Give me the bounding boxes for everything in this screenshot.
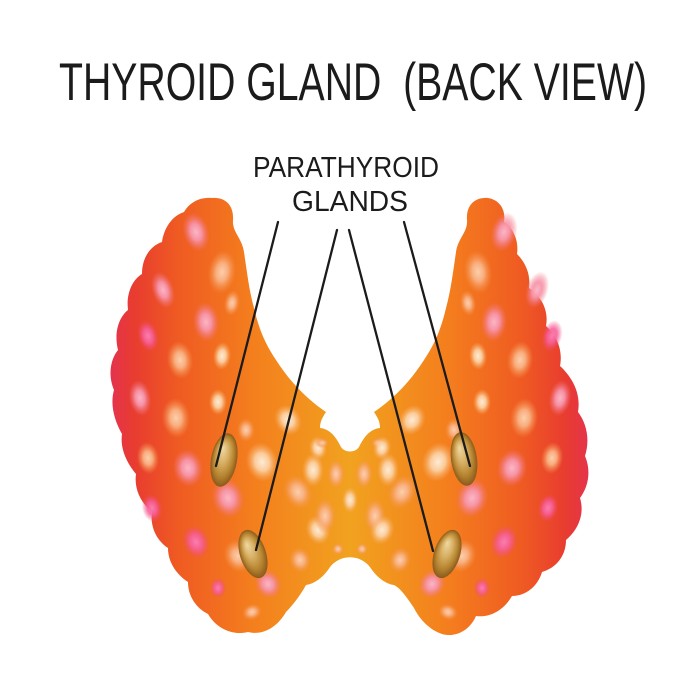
- leader-line-upper-right: [402, 220, 472, 468]
- parathyroid-label-line1: PARATHYROID: [253, 152, 439, 184]
- leader-line-lower-right: [347, 228, 435, 553]
- leader-lines: [214, 220, 472, 553]
- parathyroid-gland-lower-left: [238, 529, 268, 579]
- parathyroid-label-line2: GLANDS: [292, 186, 408, 218]
- parathyroid-gland-upper-left: [210, 433, 238, 487]
- follicle-bumps: [128, 212, 572, 621]
- leader-line-lower-left: [254, 228, 339, 552]
- parathyroid-gland-lower-right: [432, 529, 462, 579]
- page-title: THYROID GLAND (BACK VIEW): [59, 53, 647, 112]
- parathyroid-gland-upper-right: [450, 432, 478, 486]
- parathyroid-glands: [210, 432, 478, 579]
- leader-line-upper-left: [214, 220, 280, 468]
